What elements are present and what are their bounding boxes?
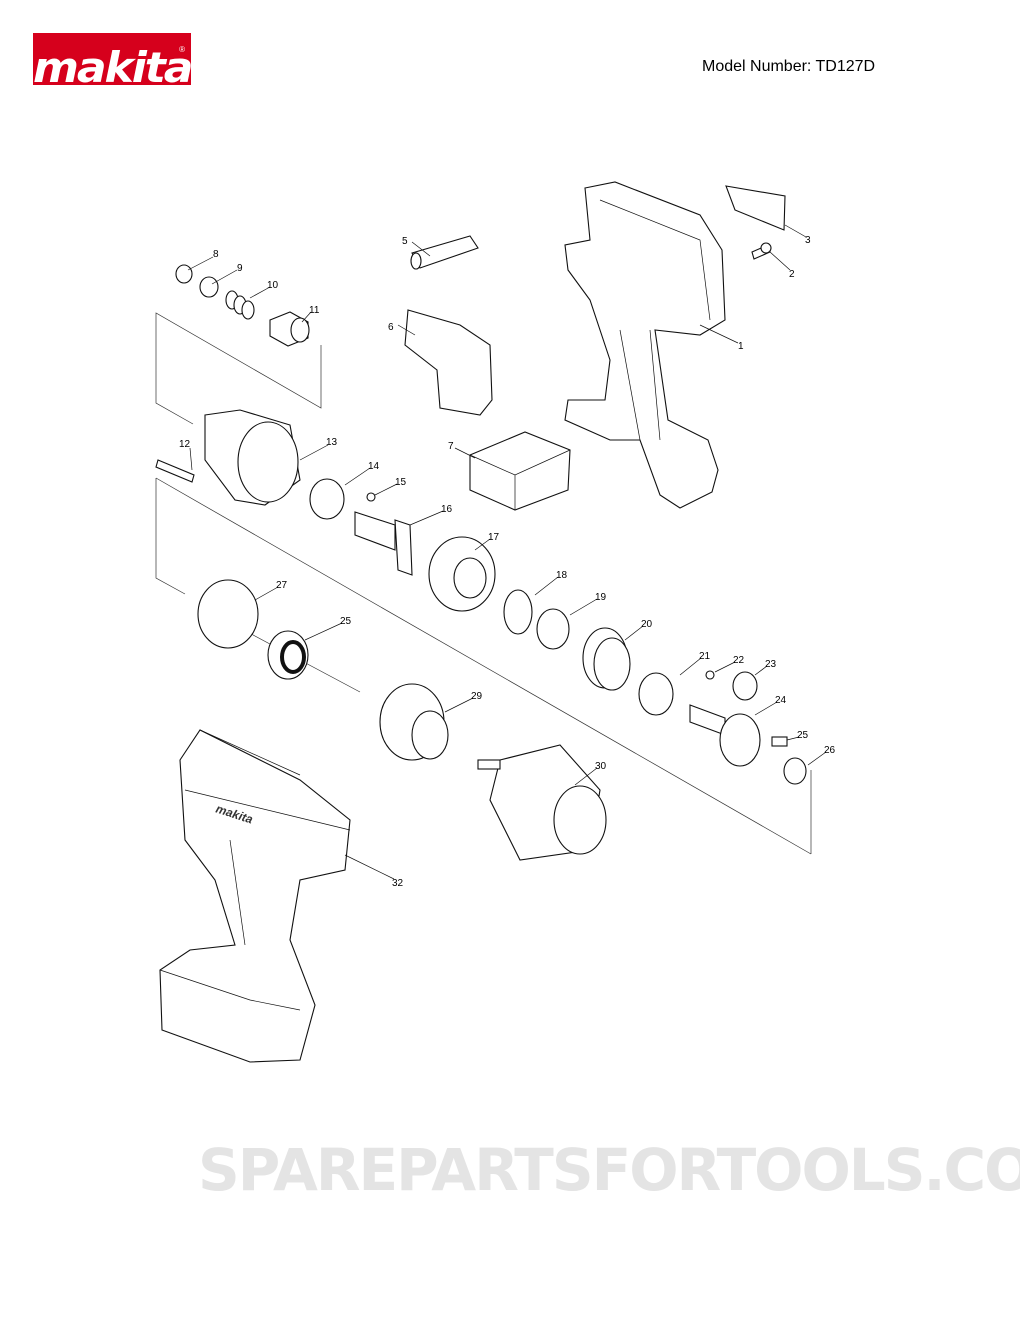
part-retaining-ring xyxy=(175,264,193,284)
logo-wordmark: makita xyxy=(33,43,191,85)
part-housing-set-32: makita xyxy=(159,729,351,1063)
label-25-bearing: 25 xyxy=(340,616,352,627)
label-20: 20 xyxy=(641,619,653,630)
label-3: 3 xyxy=(805,235,811,246)
axis-line xyxy=(155,477,812,855)
label-8: 8 xyxy=(213,249,219,260)
part-anvil-16 xyxy=(354,511,413,576)
label-30: 30 xyxy=(595,761,607,772)
part-ring-27 xyxy=(197,579,259,649)
part-hammer-17 xyxy=(428,536,496,612)
label-25-pin: 25 xyxy=(797,730,809,741)
label-5: 5 xyxy=(402,236,408,247)
label-10: 10 xyxy=(267,280,279,291)
part-washer-14 xyxy=(309,478,345,520)
part-switch xyxy=(404,309,493,416)
label-11: 11 xyxy=(309,305,320,316)
group-outline-front xyxy=(155,312,322,425)
part-switch-lever xyxy=(410,235,479,270)
part-housing xyxy=(564,181,726,509)
label-32: 32 xyxy=(392,878,404,889)
part-sleeve-11 xyxy=(269,311,310,347)
label-6: 6 xyxy=(388,322,394,333)
part-pin-25 xyxy=(771,736,788,747)
label-21: 21 xyxy=(699,651,711,662)
label-14: 14 xyxy=(368,461,380,472)
label-12: 12 xyxy=(179,439,191,450)
part-screw-2 xyxy=(751,242,772,260)
label-1: 1 xyxy=(738,341,744,352)
part-hammer-case xyxy=(204,409,301,506)
label-22: 22 xyxy=(733,655,745,666)
part-ball-18 xyxy=(503,589,533,635)
part-washer-19 xyxy=(536,608,570,650)
part-spindle-24 xyxy=(689,704,761,767)
part-number-labels: 1 2 3 5 6 7 8 9 10 11 12 13 14 15 16 17 … xyxy=(179,235,836,889)
label-29: 29 xyxy=(471,691,483,702)
label-16: 16 xyxy=(441,504,453,515)
label-24: 24 xyxy=(775,695,787,706)
label-15: 15 xyxy=(395,477,407,488)
part-nameplate-3 xyxy=(725,185,786,231)
label-23: 23 xyxy=(765,659,777,670)
part-spring-20 xyxy=(582,627,631,691)
part-bearing-25 xyxy=(267,630,309,680)
label-13: 13 xyxy=(326,437,338,448)
label-19: 19 xyxy=(595,592,607,603)
part-washer-21 xyxy=(638,672,674,716)
part-motor-30 xyxy=(477,744,607,861)
part-spring-10 xyxy=(225,290,255,320)
label-18: 18 xyxy=(556,570,568,581)
part-ball-15 xyxy=(366,492,376,502)
part-washer-26 xyxy=(783,757,807,785)
label-7: 7 xyxy=(448,441,454,452)
leader-lines xyxy=(187,224,827,880)
watermark: SPAREPARTSFORTOOLS.COM.AU xyxy=(198,1136,1020,1204)
part-gear-23 xyxy=(732,671,758,701)
label-17: 17 xyxy=(488,532,500,543)
part-washer-9 xyxy=(199,276,219,298)
makita-logo: makita® xyxy=(33,33,191,85)
group-outline-main xyxy=(155,478,186,595)
label-2: 2 xyxy=(789,269,795,280)
label-9: 9 xyxy=(237,263,243,274)
part-screw-12 xyxy=(155,459,195,483)
model-number: Model Number: TD127D xyxy=(702,58,876,75)
part-gear-housing-29 xyxy=(379,683,449,761)
label-26: 26 xyxy=(824,745,836,756)
part-terminal xyxy=(469,431,571,511)
part-ball-22 xyxy=(705,670,715,680)
label-27: 27 xyxy=(276,580,288,591)
